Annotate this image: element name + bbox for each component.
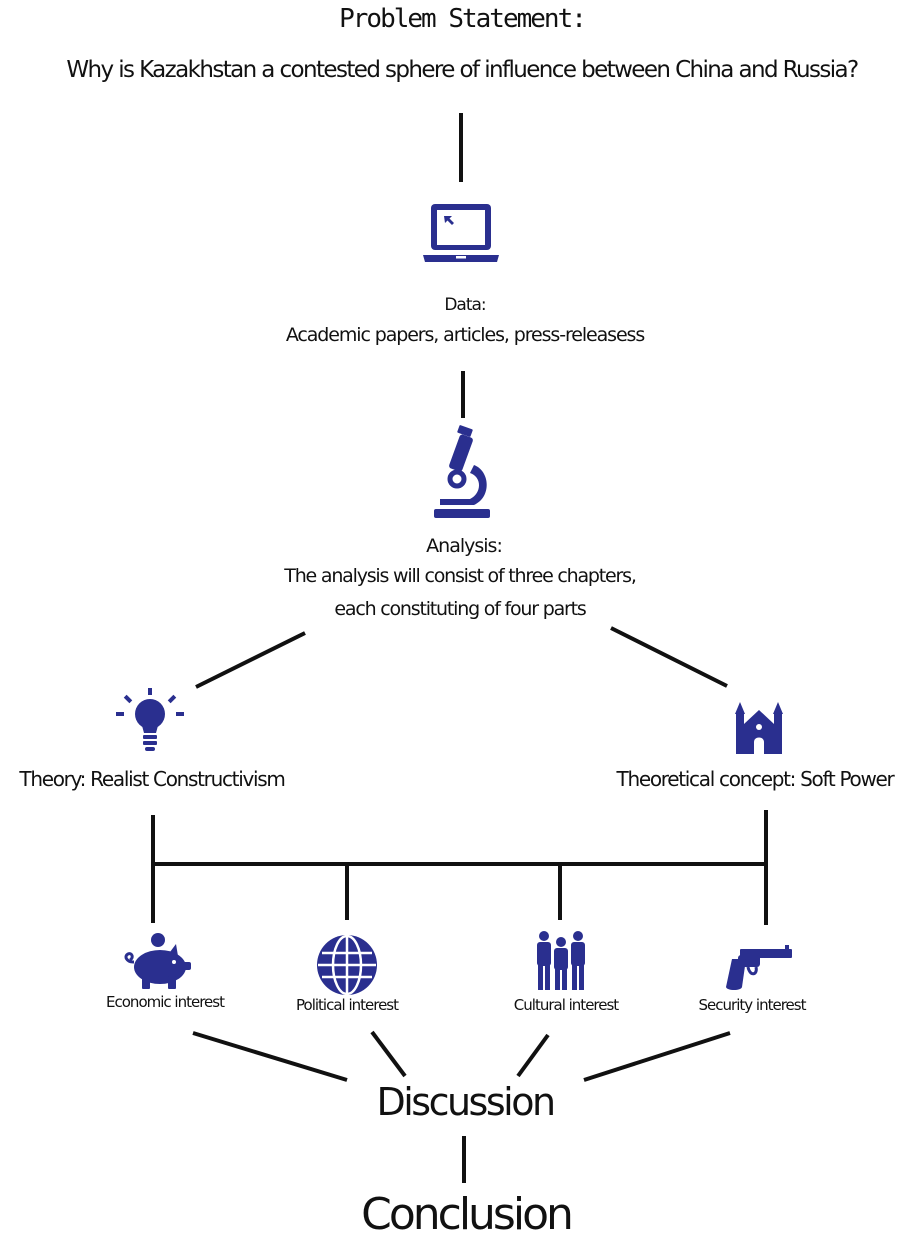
connector-analysis-concept: [610, 626, 728, 688]
data-description: Academic papers, articles, press-release…: [285, 324, 645, 346]
cultural-interest-label: Cultural interest: [513, 996, 619, 1014]
castle-icon: [735, 702, 783, 754]
political-interest-label: Political interest: [296, 996, 399, 1014]
economic-interest-label: Economic interest: [106, 993, 225, 1011]
piggy-bank-icon: [124, 933, 191, 989]
analysis-line-1: The analysis will consist of three chapt…: [284, 565, 637, 587]
globe-icon: [317, 934, 377, 996]
connector-cultural-discussion: [516, 1033, 550, 1078]
analysis-line-2: each constituting of four parts: [334, 598, 586, 620]
connector-security-discussion: [583, 1031, 731, 1082]
microscope-icon: [434, 425, 490, 518]
problem-title: Problem Statement:: [339, 4, 587, 34]
connector-political-discussion: [370, 1030, 407, 1078]
connector-analysis-theory: [195, 631, 306, 689]
connector-economic-discussion: [192, 1031, 348, 1082]
laptop-icon: [423, 204, 499, 262]
conclusion-label: Conclusion: [361, 1189, 574, 1240]
people-icon: [537, 931, 585, 990]
problem-question: Why is Kazakhstan a contested sphere of …: [66, 57, 859, 83]
discussion-label: Discussion: [376, 1080, 556, 1124]
security-interest-label: Security interest: [698, 996, 807, 1014]
data-title: Data:: [444, 295, 486, 315]
theory-label: Theory: Realist Constructivism: [19, 767, 285, 791]
lightbulb-icon: [116, 688, 184, 751]
analysis-title: Analysis:: [426, 535, 503, 557]
concept-label: Theoretical concept: Soft Power: [616, 767, 895, 791]
revolver-icon: [726, 945, 792, 990]
